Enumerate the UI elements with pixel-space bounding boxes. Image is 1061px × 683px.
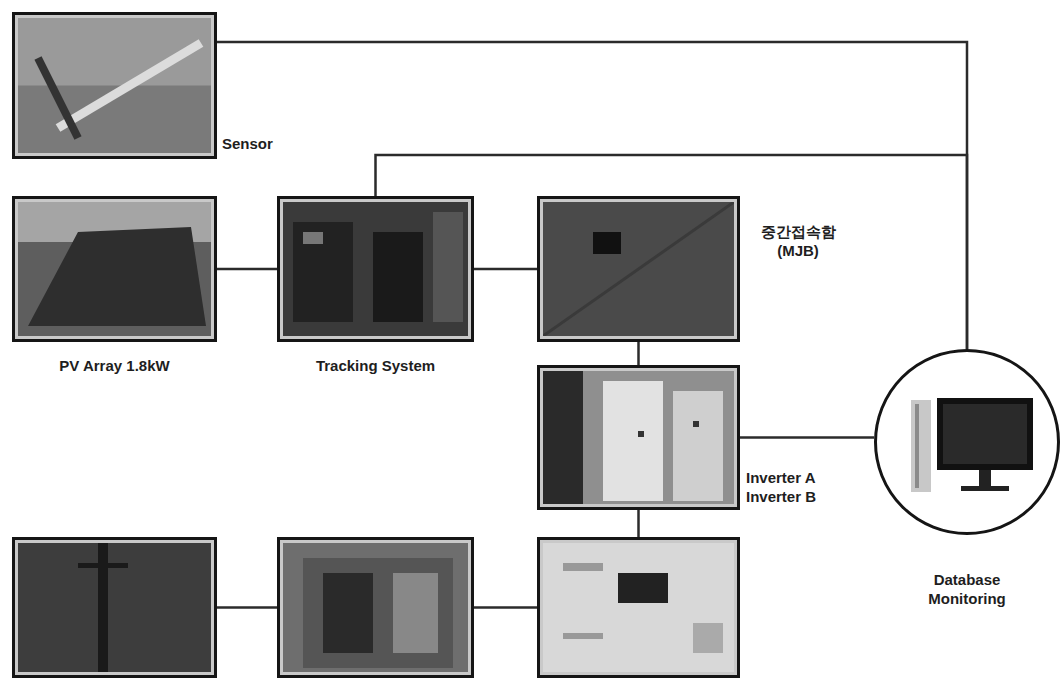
photo-shade [543,371,734,504]
photo-shade [693,421,699,427]
photo-shade [283,543,468,672]
photo-shade [943,404,1027,464]
photo-illustration [543,543,734,672]
tracking-system-photo: Tracking System [277,196,474,342]
photo-illustration [543,202,734,336]
meter-box-photo [277,537,474,678]
photo-shade [18,202,211,336]
sensor-post [38,58,78,138]
photo-shade [18,18,211,153]
connector-line [217,606,277,609]
connector-line [637,342,640,365]
inverter-photo: Inverter A Inverter B [537,365,740,510]
photo-shade [593,232,621,254]
photo-shade [618,573,668,603]
connector-line [217,268,277,271]
connector-line [474,606,537,609]
photo-shade [979,470,991,486]
photo-shade [603,381,663,501]
connector-line [637,510,640,537]
photo-shade [98,543,108,672]
photo-illustration [18,18,211,153]
photo-shade [915,404,919,488]
photo-shade [293,222,353,322]
photo-shade [638,431,644,437]
photo-shade [693,623,723,653]
photo-shade [433,212,463,322]
grid-pole-photo [12,537,217,678]
pv-array-photo: PV Array 1.8kW [12,196,217,342]
photo-shade [937,398,1033,470]
photo-illustration [877,352,1057,532]
photo-shade [961,486,1009,491]
photo-shade [543,371,583,504]
photo-shade [303,558,453,668]
photo-shade [18,543,211,672]
photo-shade [78,563,128,568]
node-label: 중간접속함 (MJB) [748,222,848,260]
photo-illustration [283,202,468,336]
photo-shade [563,633,603,639]
node-label: PV Array 1.8kW [12,356,217,375]
control-panel-photo [537,537,740,678]
connector-line [740,436,874,439]
photo-illustration [543,371,734,504]
sensor-photo: Sensor [12,12,217,159]
photo-shade [303,232,323,244]
photo-shade [393,573,438,653]
connector-line [217,42,967,349]
photo-shade [543,543,734,672]
connector-line [474,268,537,271]
node-label: Sensor [222,134,273,153]
junction-box-photo: 중간접속함 (MJB) [537,196,740,342]
node-label: Tracking System [277,356,474,375]
photo-shade [373,232,423,322]
database-monitoring-circle: Database Monitoring [874,349,1060,535]
node-label: Database Monitoring [907,570,1027,608]
sensor-arm [58,43,201,128]
node-label: Inverter A Inverter B [746,468,832,506]
photo-illustration [18,543,211,672]
photo-shade [323,573,373,653]
photo-shade [543,202,734,336]
photo-shade [911,400,931,492]
box-edge [543,202,734,336]
photo-illustration [18,202,211,336]
pv-panel [28,227,206,326]
photo-illustration [283,543,468,672]
photo-shade [283,202,468,336]
photo-shade [563,563,603,571]
photo-shade [673,391,723,501]
